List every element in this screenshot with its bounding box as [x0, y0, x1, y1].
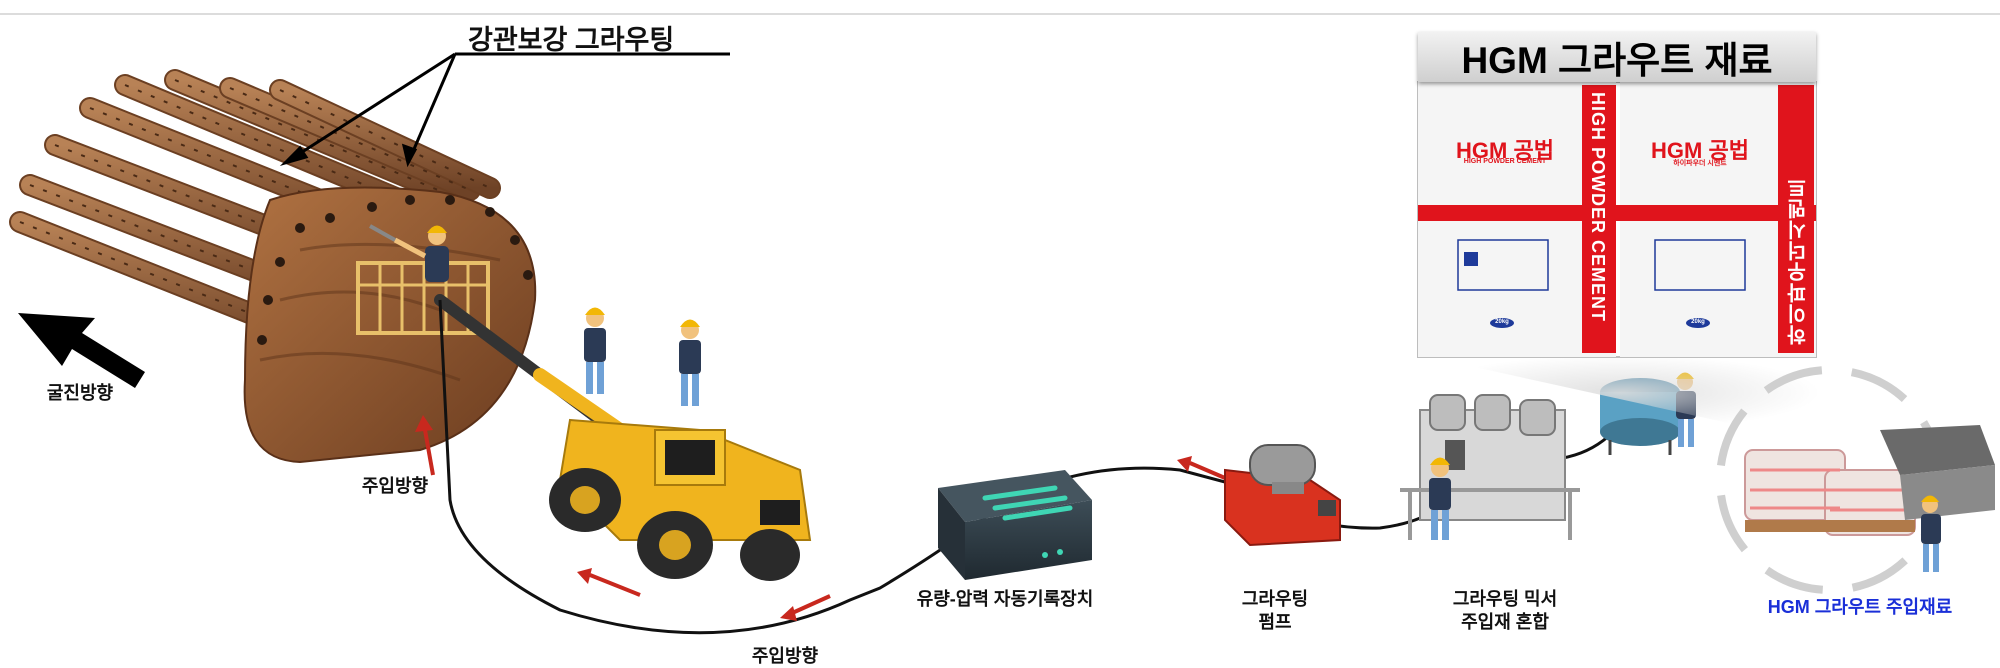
zoom-projection [1420, 355, 1820, 430]
grouting-mixer [1400, 394, 1580, 540]
drilling-jumbo [549, 418, 812, 581]
bag1-title: HGM 공법 [1456, 138, 1554, 163]
grouting-pump [1224, 444, 1341, 547]
worker-figure [679, 319, 701, 406]
steel-pipe-grouting-label: 강관보강 그라우팅 [468, 25, 675, 55]
pump-label-line2: 펌프 [1258, 611, 1292, 632]
injection-direction-label-1: 주입방향 [361, 476, 429, 496]
tunnel-face [243, 186, 537, 464]
hgm-material-panel [1417, 81, 1817, 358]
excavation-arrow-icon [18, 313, 145, 388]
worker-figure [584, 307, 606, 394]
flow-pressure-recorder [938, 470, 1092, 580]
bag2-weight: 20kg [1691, 319, 1705, 325]
flow-arrows [415, 415, 1226, 621]
pump-label-line1: 그라우팅 [1241, 589, 1309, 609]
hgm-panel-title: HGM 그라우트 재료 [1418, 32, 1816, 82]
mixer-label-line1: 그라우팅 믹서 [1452, 589, 1558, 609]
excavation-direction-label: 굴진방향 [46, 383, 114, 403]
injection-direction-label-2: 주입방향 [751, 646, 819, 666]
bag-vertical-english: HIGH POWDER CEMENT [1588, 92, 1608, 323]
bag2-title: HGM 공법 [1651, 138, 1749, 163]
recorder-label: 유량-압력 자동기록장치 [916, 589, 1094, 609]
mixer-label: 그라우팅 믹서 주입재 혼합 [1425, 588, 1585, 633]
callout-lines [279, 52, 730, 168]
cement-bag-pallets [1716, 366, 1995, 594]
bag-vertical-korean: 하이파우더시멘트 [1788, 177, 1810, 345]
mixer-label-line2: 주입재 혼합 [1461, 611, 1549, 632]
bag-label-box [1457, 239, 1746, 291]
bag1-subtitle: HIGH POWDER CEMENT [1463, 158, 1547, 165]
hgm-material-label: HGM 그라우트 주입재료 [1767, 597, 1953, 617]
pump-label: 그라우팅 펌프 [1220, 588, 1330, 633]
bag2-subtitle: 하이파우더 시멘트 [1673, 160, 1727, 167]
bag1-weight: 20kg [1495, 319, 1509, 325]
